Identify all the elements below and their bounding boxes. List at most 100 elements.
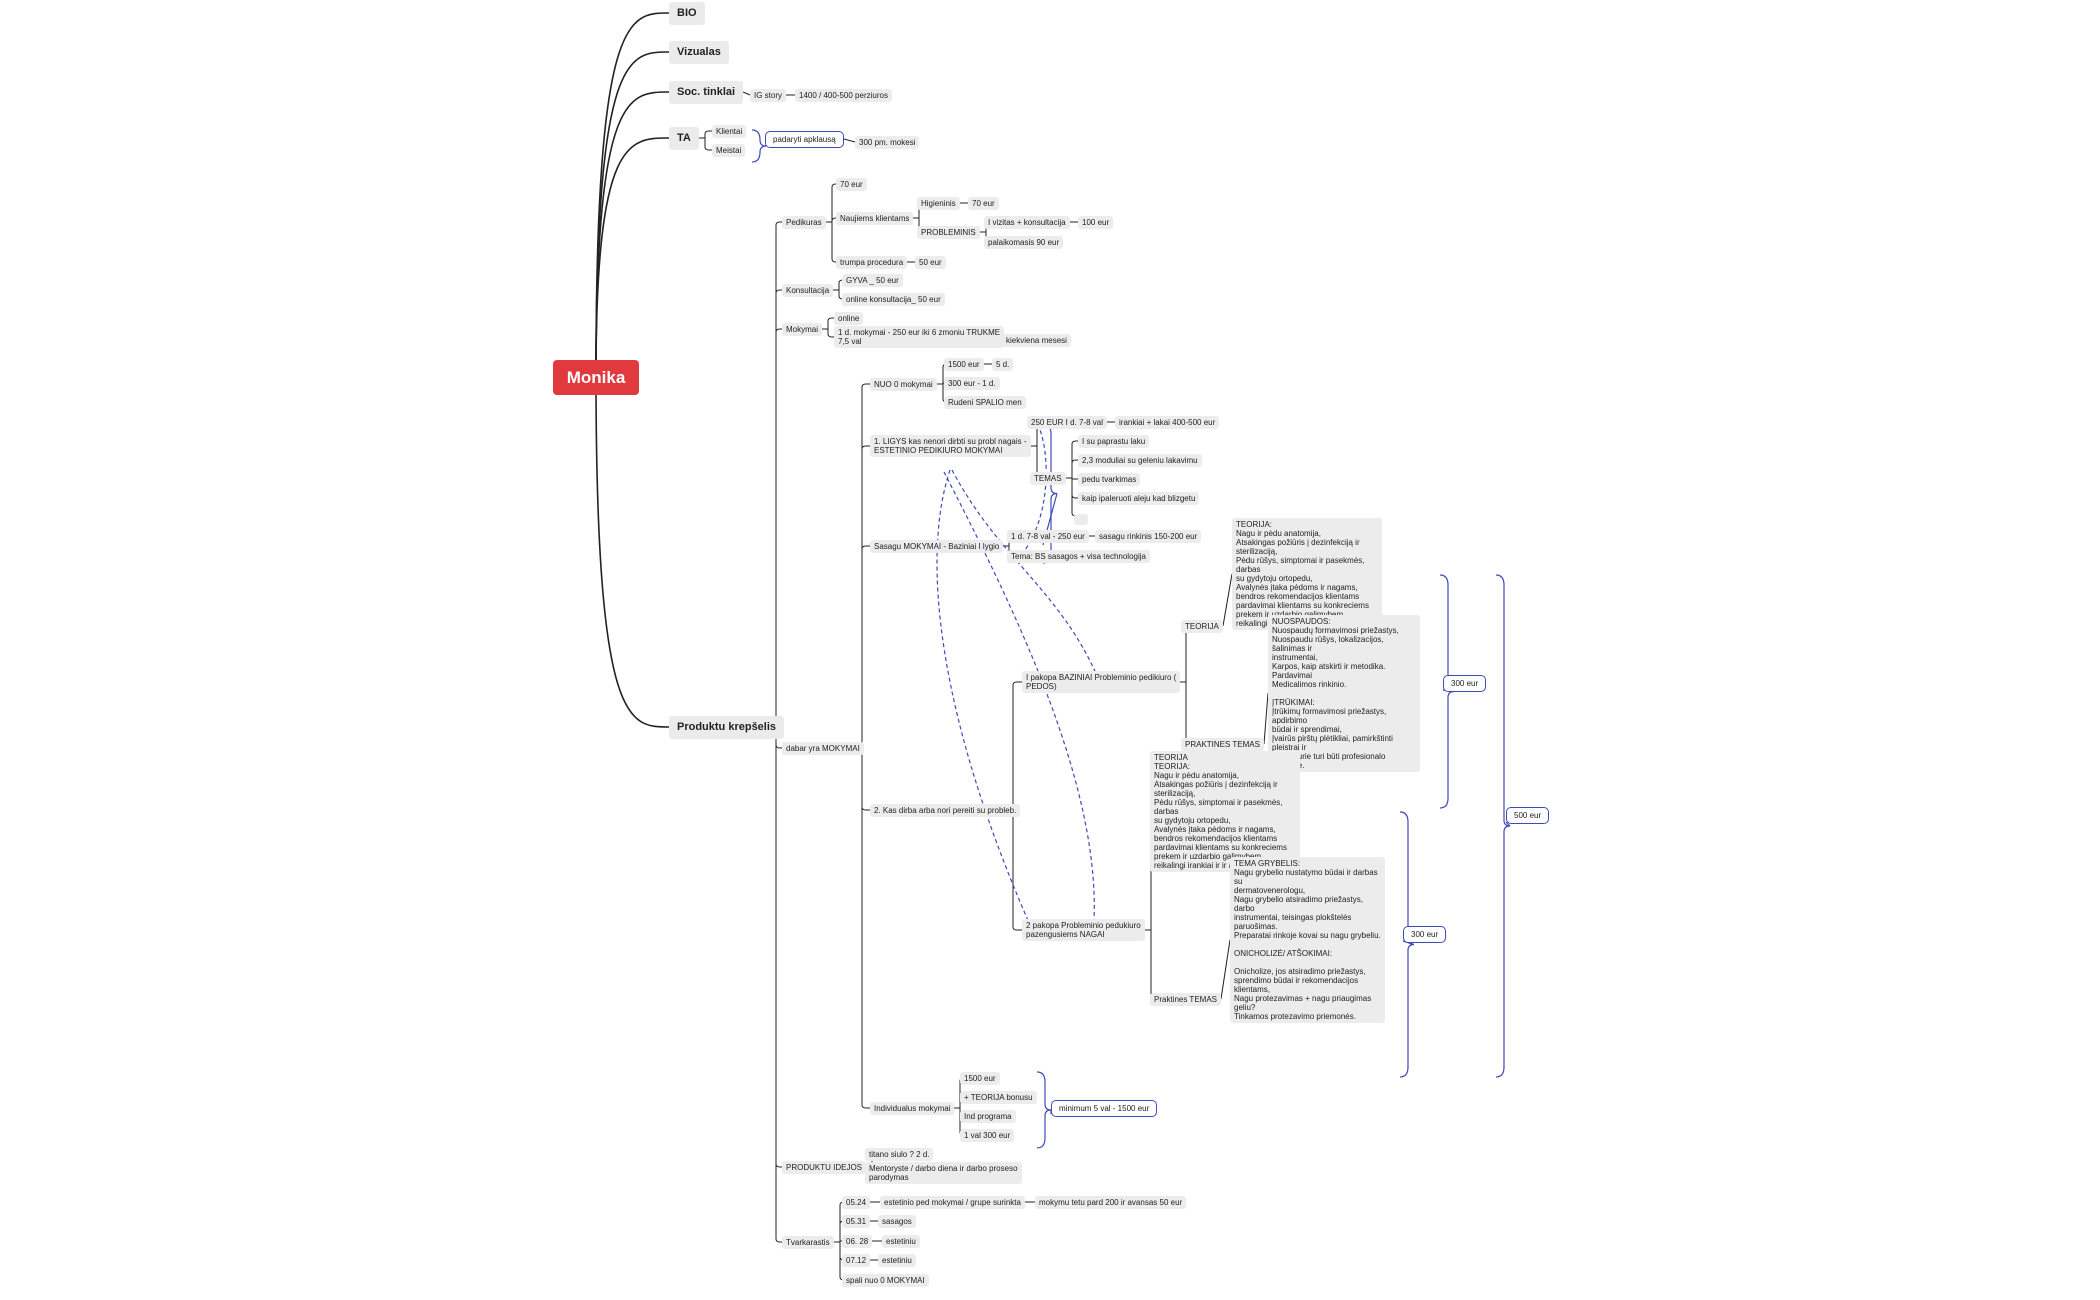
- node-teorija1-text[interactable]: TEORIJA: Nagu ir pėdu anatomija, Atsakin…: [1232, 518, 1382, 630]
- root-branch: [595, 12, 670, 376]
- node-estetiniu2[interactable]: estetiniu: [878, 1254, 916, 1267]
- node-ig[interactable]: IG story: [750, 89, 787, 102]
- node-e1500[interactable]: 1500 eur: [944, 358, 984, 371]
- node-praktines2-text[interactable]: TEMA GRYBELIS: Nagu grybelio nustatymo b…: [1230, 857, 1385, 1023]
- branch: [831, 217, 837, 222]
- node-nuo0[interactable]: NUO 0 mokymai: [870, 378, 937, 391]
- node-estetinio-ped[interactable]: estetinio ped mokymai / grupe surinkta: [880, 1196, 1025, 1209]
- node-mokymai1d[interactable]: 1 d. mokymai - 250 eur iki 6 zmoniu TRUK…: [834, 326, 1005, 348]
- node-praktines2[interactable]: Praktines TEMAS: [1150, 993, 1221, 1006]
- node-meistai[interactable]: Meistai: [712, 144, 746, 157]
- node-h70[interactable]: 70 eur: [968, 197, 999, 210]
- node-sasagu[interactable]: Sasagu MOKYMAI - Baziniai I lygio: [870, 540, 1004, 553]
- node-t50[interactable]: 50 eur: [915, 256, 946, 269]
- node-pedikuras[interactable]: Pedikuras: [782, 216, 826, 229]
- branch: [831, 258, 837, 263]
- root-node[interactable]: Monika: [553, 360, 639, 395]
- node-gyva[interactable]: GYVA _ 50 eur: [842, 274, 903, 287]
- node-sasagos[interactable]: sasagos: [878, 1215, 916, 1228]
- node-ta[interactable]: TA: [669, 127, 699, 150]
- node-vizualas[interactable]: Vizualas: [669, 41, 729, 64]
- node-i-1val[interactable]: 1 val 300 eur: [960, 1129, 1015, 1142]
- node-t-pedu[interactable]: pedu tvarkimas: [1078, 473, 1141, 486]
- node-klientai[interactable]: Klientai: [712, 125, 747, 138]
- node-d0524[interactable]: 05.24: [842, 1196, 871, 1209]
- node-naujiems[interactable]: Naujiems klientams: [836, 212, 914, 225]
- node-irankiai[interactable]: irankiai + lakai 400-500 eur: [1115, 416, 1220, 429]
- node-ideju[interactable]: PRODUKTU IDEJOS: [782, 1161, 867, 1174]
- node-tvarkarastis[interactable]: Tvarkarastis: [782, 1236, 834, 1249]
- node-mokymai[interactable]: Mokymai: [782, 323, 823, 336]
- node-i-teorija[interactable]: + TEORIJA bonusu: [960, 1091, 1037, 1104]
- branch: [861, 383, 870, 388]
- node-pakopa1[interactable]: I pakopa BAZINIAI Probleminio pedikiuro …: [1022, 671, 1181, 693]
- node-e300[interactable]: 300 eur - 1 d.: [944, 377, 1000, 390]
- node-e300-1[interactable]: 300 eur: [1443, 675, 1487, 692]
- node-kiekviena[interactable]: kiekviena mesesi: [1002, 334, 1071, 347]
- link: [1263, 692, 1269, 745]
- node-kas2[interactable]: 2. Kas dirba arba nori pereiti su proble…: [870, 804, 1021, 817]
- node-e250[interactable]: 250 EUR I d. 7-8 val: [1027, 416, 1108, 429]
- node-soc[interactable]: Soc. tinklai: [669, 81, 744, 104]
- node-s-tema[interactable]: Tema: BS sasagos + visa technologija: [1007, 550, 1150, 563]
- node-e500[interactable]: 500 eur: [1506, 807, 1550, 824]
- node-s-rinkinis[interactable]: sasagu rinkinis 150-200 eur: [1095, 530, 1202, 543]
- branch: [704, 130, 712, 135]
- node-rudeni[interactable]: Rudeni SPALIO men: [944, 396, 1026, 409]
- node-mentoryste[interactable]: Mentoryste / darbo diena ir darbo proses…: [865, 1162, 1022, 1184]
- node-s-1d[interactable]: 1 d. 7-8 val - 250 eur: [1007, 530, 1089, 543]
- node-d0531[interactable]: 05.31: [842, 1215, 871, 1228]
- node-krepselis[interactable]: Produktu krepšelis: [669, 716, 785, 739]
- node-online[interactable]: online: [834, 312, 864, 325]
- node-t-kaip[interactable]: kaip ipaleruoti aleju kad blizgetu: [1078, 492, 1200, 505]
- summary-brace: [1495, 574, 1511, 1078]
- node-bio[interactable]: BIO: [669, 2, 705, 25]
- node-lygis1[interactable]: 1. LIGYS kas nenori dirbti su probl naga…: [870, 435, 1031, 457]
- node-konsultacija[interactable]: Konsultacija: [782, 284, 834, 297]
- branch: [827, 317, 834, 322]
- node-dabar[interactable]: dabar yra MOKYMAI: [782, 742, 864, 755]
- branch: [775, 221, 782, 226]
- node-praktines1-text[interactable]: NUOSPAUDOS: Nuospaudų formavimosi prieža…: [1268, 615, 1420, 772]
- summary-brace: [751, 129, 767, 163]
- link: [1220, 939, 1231, 1000]
- node-vizitas[interactable]: I vizitas + konsultacija: [984, 216, 1070, 229]
- node-apklausa[interactable]: padaryti apklausą: [765, 131, 844, 148]
- node-t-gel[interactable]: 2,3 moduliai su geleniu lakavimu: [1078, 454, 1202, 467]
- node-mokymu-tetu[interactable]: mokymu tetu pard 200 ir avansas 50 eur: [1035, 1196, 1187, 1209]
- root-branch: [595, 137, 670, 376]
- branch: [1012, 681, 1022, 686]
- node-teorija2-text[interactable]: TEORIJA TEORIJA: Nagu ir pėdu anatomija,…: [1150, 751, 1300, 872]
- node-t-lakas[interactable]: I su paprastu laku: [1078, 435, 1150, 448]
- node-individualus[interactable]: Individualus mokymai: [870, 1102, 955, 1115]
- node-temas[interactable]: TEMAS: [1030, 472, 1066, 485]
- node-d5[interactable]: 5 d.: [992, 358, 1014, 371]
- node-e300-2[interactable]: 300 eur: [1403, 926, 1447, 943]
- node-onlinekons[interactable]: online konsultacija_ 50 eur: [842, 293, 945, 306]
- node-t-empty[interactable]: [1074, 514, 1088, 525]
- node-trumpa[interactable]: trumpa procedura: [836, 256, 908, 269]
- node-teorija1[interactable]: TEORIJA: [1181, 620, 1223, 633]
- node-higieninis[interactable]: Higieninis: [917, 197, 960, 210]
- node-palaikomasis[interactable]: palaikomasis 90 eur: [984, 236, 1064, 249]
- node-praktines1[interactable]: PRAKTINES TEMAS: [1181, 738, 1264, 751]
- node-i1500[interactable]: 1500 eur: [960, 1072, 1000, 1085]
- node-i-minimum[interactable]: minimum 5 val - 1500 eur: [1051, 1100, 1158, 1117]
- node-d0628[interactable]: 06. 28: [842, 1235, 873, 1248]
- branch: [831, 183, 837, 188]
- branch: [775, 1163, 782, 1168]
- node-titano[interactable]: titano siulo ? 2 d.: [865, 1148, 934, 1161]
- node-mokesi[interactable]: 300 pm. mokesi: [855, 136, 920, 149]
- node-estetiniu1[interactable]: estetiniu: [882, 1235, 920, 1248]
- branch: [775, 1238, 782, 1243]
- node-p70[interactable]: 70 eur: [836, 178, 867, 191]
- branch: [861, 806, 870, 811]
- node-pakopa2[interactable]: 2 pakopa Probleminio pedukiuro pazengusi…: [1022, 919, 1145, 941]
- node-d0712[interactable]: 07.12: [842, 1254, 871, 1267]
- node-v100[interactable]: 100 eur: [1078, 216, 1114, 229]
- node-spali[interactable]: spali nuo 0 MOKYMAI: [842, 1274, 929, 1287]
- node-per-iuros[interactable]: 1400 / 400-500 perziuros: [795, 89, 892, 102]
- node-probleminis[interactable]: PROBLEMINIS: [917, 226, 980, 239]
- node-i-ind[interactable]: Ind programa: [960, 1110, 1016, 1123]
